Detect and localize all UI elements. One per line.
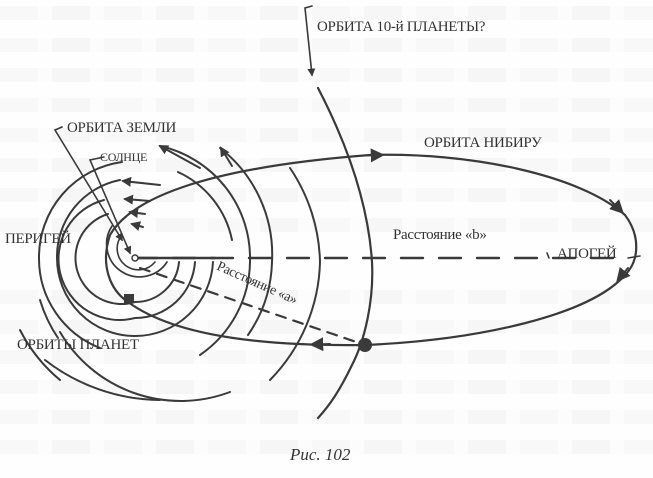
bleed-through-line [0,38,653,52]
sun-icon [131,254,139,262]
earth-marker-icon [124,294,134,303]
bleed-through-line [0,440,653,454]
tenth-planet-orbit [316,86,374,420]
bleed-through-line [0,68,653,82]
planet-orbit-arrows [121,145,233,231]
label-perigee: ПЕРИГЕЙ [5,231,71,247]
label-apogee: АПОГЕЙ [557,246,617,262]
bleed-through-line [0,188,653,202]
bleed-through-line [0,128,653,142]
label-nibiru-orbit: ОРБИТА НИБИРУ [424,135,542,151]
nibiru-orbit [105,153,638,347]
distance-a-line [138,266,367,347]
bleed-through-line [0,410,653,424]
leader-tenth-planet [304,5,316,77]
leader-earth-orbit [53,126,123,242]
leader-sun [88,156,132,255]
bleed-through-line [0,6,653,20]
label-planet-orbits: ОРБИТЫ ПЛАНЕТ [17,337,139,353]
leader-apogee [546,252,641,259]
label-tenth-planet-orbit: ОРБИТА 10-й ПЛАНЕТЫ? [317,19,486,35]
bleed-through-line [0,218,653,232]
label-sun: СОЛНЦЕ [100,150,148,164]
label-distance-b: Расстояние «b» [393,227,487,243]
nibiru-crossing-point-icon [358,338,372,352]
bleed-through-line [0,350,653,364]
bleed-through-line [0,290,653,304]
bleed-through-line [0,158,653,172]
label-earth-orbit: ОРБИТА ЗЕМЛИ [67,120,177,136]
planet-orbits [19,145,322,402]
figure-caption: Рис. 102 [290,445,351,464]
bleed-through-line [0,380,653,394]
